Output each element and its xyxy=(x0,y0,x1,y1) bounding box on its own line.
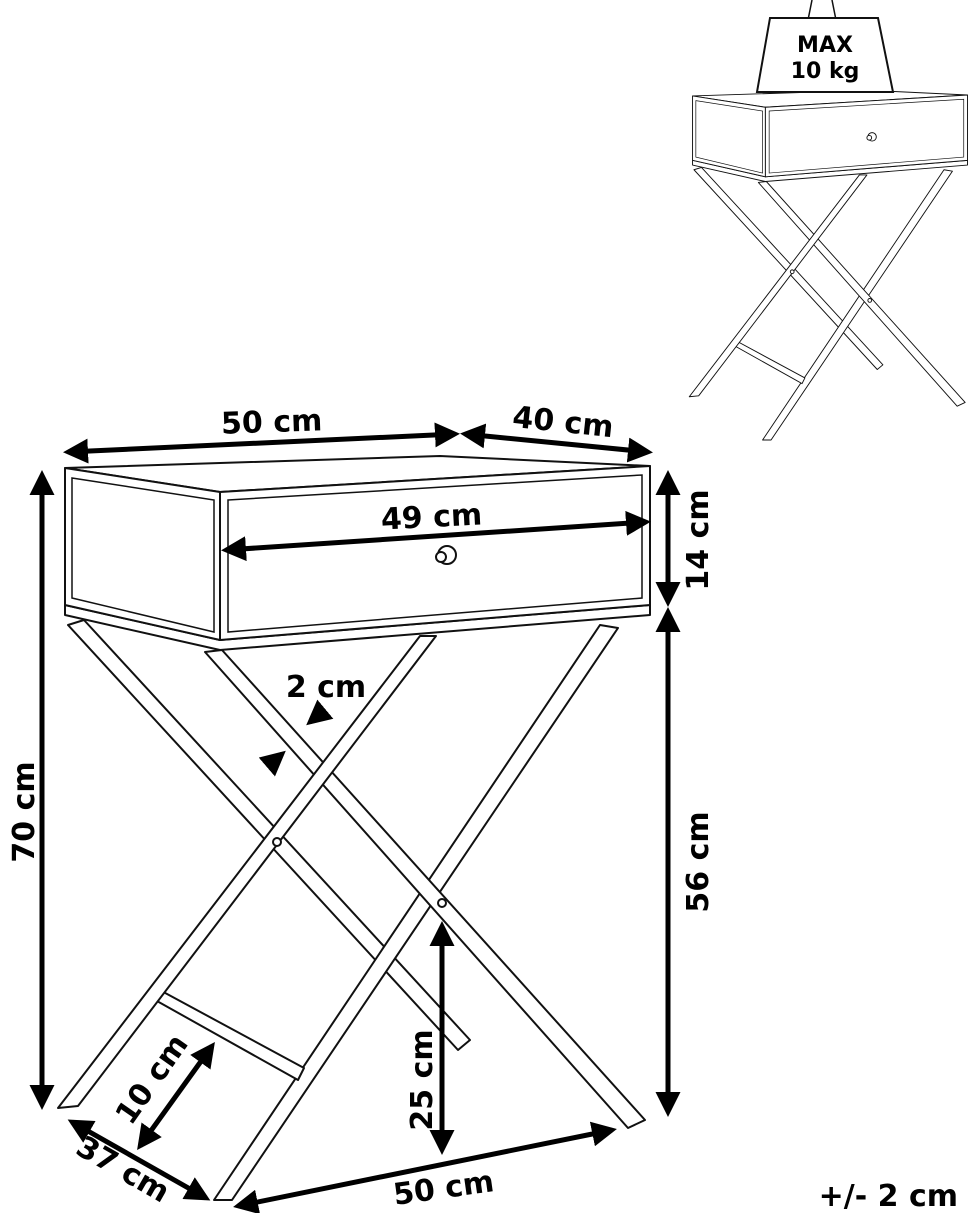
load-line1: MAX xyxy=(797,33,853,58)
dimension-lines xyxy=(29,422,681,1213)
tolerance-note: +/- 2 cm xyxy=(819,1179,958,1213)
weight-icon xyxy=(755,0,895,93)
dim-width-top: 50 cm xyxy=(220,403,322,442)
dim-total-height: 70 cm xyxy=(7,761,42,862)
dim-drawer-height: 14 cm xyxy=(681,489,716,590)
dim-leg-thickness: 2 cm xyxy=(286,670,366,705)
dim-crossbar-floor: 25 cm xyxy=(405,1029,440,1130)
load-line2: 10 kg xyxy=(791,59,860,84)
table-thumbnail xyxy=(688,89,968,441)
dim-leg-height: 56 cm xyxy=(681,811,716,912)
dim-base-depth: 37 cm xyxy=(70,1129,175,1210)
dim-drawer-width: 49 cm xyxy=(380,497,483,537)
